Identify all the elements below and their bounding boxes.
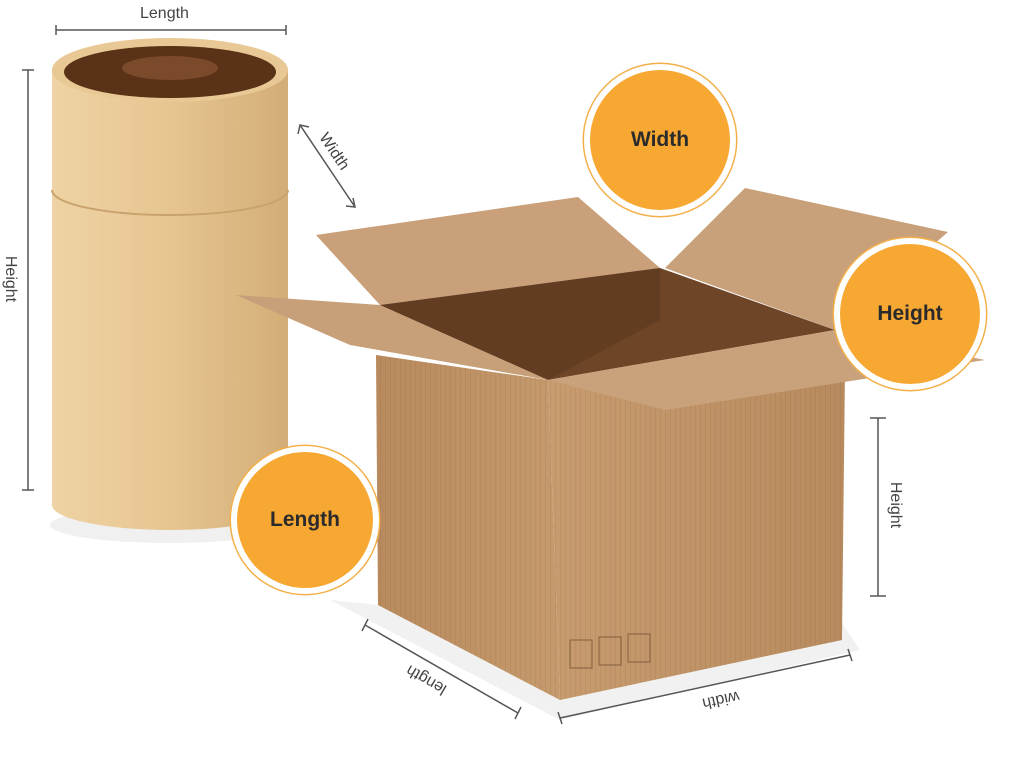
box-length-badge: Length <box>237 452 373 588</box>
box-width-badge: Width <box>590 70 730 210</box>
box-dimension-lines <box>361 417 886 725</box>
tube-dimension-lines <box>22 25 356 491</box>
fragile-icon <box>569 639 593 669</box>
box-height-badge: Height <box>840 244 980 384</box>
box-height-label: Height <box>887 481 905 529</box>
tube-height-label: Height <box>2 255 20 303</box>
paper-tube <box>51 38 289 530</box>
tube-length-label: Length <box>140 5 189 22</box>
keep-dry-icon <box>627 633 651 663</box>
box-shadow <box>330 600 860 720</box>
this-way-up-icon <box>598 636 622 666</box>
cardboard-box <box>236 188 985 700</box>
handling-icons <box>569 633 651 669</box>
